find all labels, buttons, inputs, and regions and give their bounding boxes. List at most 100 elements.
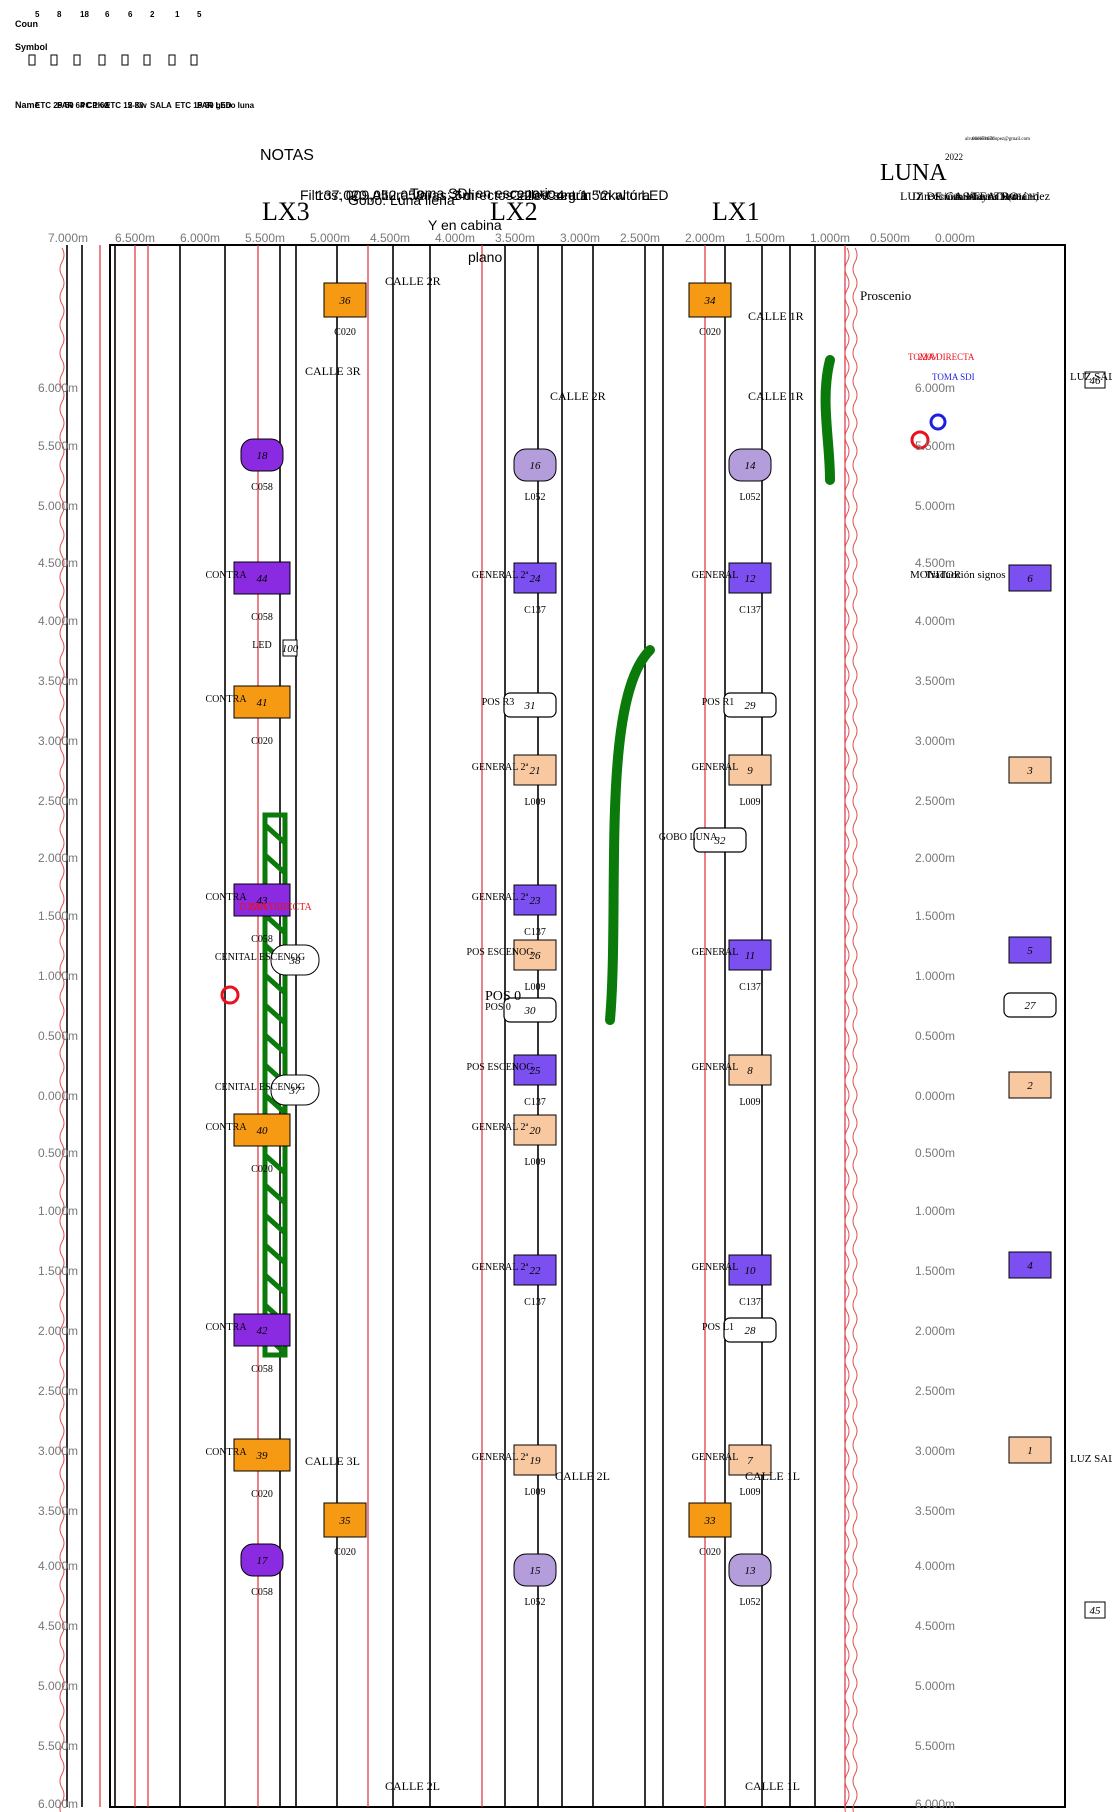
fixture-body-icon [728,1254,772,1286]
width-tick-left: 1.500m [38,909,78,923]
fixture-number: 41 [257,697,268,709]
platform-hatch [263,1243,287,1265]
width-tick-right: 5.500m [915,1739,955,1753]
depth-tick: 3.500m [495,231,535,245]
fixture-purpose: GENERAL 2ª [472,892,529,903]
pos0-label: POS 0 [485,989,521,1004]
fixture-body-icon [1008,1251,1052,1279]
fixture-purpose: GENERAL [692,1452,739,1463]
width-tick-right: 2.000m [915,1324,955,1338]
fixture-number: 5 [1027,945,1033,957]
fixture-gel: C020 [699,327,721,338]
fixture-body-icon [233,1313,291,1347]
fixture-body-icon [728,754,772,786]
legend-header: Symbol [15,42,48,52]
fixture-body-icon [1008,564,1052,592]
toma-220v-label: 220V [918,352,939,362]
fixture-body-icon [513,1114,557,1146]
depth-tick: 2.500m [620,231,660,245]
legend-count: 18 [80,10,89,19]
fixture-body-icon [693,827,747,853]
fixture-body-icon [270,1074,320,1106]
fixture-number: 4 [1027,1260,1033,1272]
legend-name: 2 Kw [128,101,147,110]
legend-header: Coun [15,19,38,29]
drape-border [852,247,858,1812]
width-tick-right: 1.500m [915,909,955,923]
toma-220v-label: 220V [248,902,271,913]
fixture-gel: C020 [251,1489,273,1500]
width-tick-left: 5.500m [38,439,78,453]
fixture-gel: L009 [739,1097,760,1108]
fixture-purpose: CONTRA [205,1122,247,1133]
depth-tick: 0.500m [870,231,910,245]
platform-hatch [263,913,287,935]
fixture-body-icon [233,883,291,917]
fixture-body-icon [513,562,557,594]
legend-count: 8 [57,10,62,19]
fixture-gel: L009 [739,797,760,808]
width-tick-right: 2.500m [915,1384,955,1398]
width-tick-left: 2.000m [38,851,78,865]
fixture-body-icon [728,1054,772,1086]
note-item: Y en cabina [428,217,502,233]
fixture-gel: C137 [739,982,761,993]
fixture-body-icon [282,639,298,657]
fixture-number: 9 [747,765,753,777]
fixture-number: 29 [745,700,757,712]
fixture-number: 37 [289,1085,302,1097]
fixture-number: 8 [747,1065,753,1077]
fixture-number: 20 [530,1125,542,1137]
width-tick-right: 0.000m [915,1089,955,1103]
fixture-body-icon [513,1553,557,1587]
note-item: Filtros: 009,052,058 [300,187,424,203]
fixture-purpose: CENITAL ESCENOG [215,1082,305,1093]
width-tick-right: 2.500m [915,794,955,808]
fixture-number: 35 [339,1515,352,1527]
fixture-body-icon [688,1502,732,1538]
platform-hatch [263,853,287,875]
width-tick-left: 3.000m [38,1444,78,1458]
fixture-gel: C137 [524,1097,546,1108]
fixture-body-icon [1008,1071,1052,1099]
monitor-label: MONITOR [910,569,962,581]
width-tick-right: 2.000m [915,851,955,865]
fixture-purpose: CONTRA [205,694,247,705]
calle-label: CALLE 1L [745,1779,800,1793]
fixture-body-icon [728,448,772,482]
notes-title: NOTAS [260,147,314,164]
platform-hatch [263,1033,287,1055]
legend-count: 1 [175,10,180,19]
fixture-number: 30 [524,1005,537,1017]
traduccion-label: Traducción signos [925,569,1006,581]
fixture-sala-icon: 46 [1084,371,1106,389]
depth-tick: 5.000m [310,231,350,245]
fixture-number: 11 [745,950,755,962]
fixture-gel: C058 [251,1364,273,1375]
fixture-number: 27 [1025,1000,1037,1012]
fixture-body-icon [723,1317,777,1343]
fixture-purpose: LED [252,640,271,651]
width-tick-right: 4.500m [915,556,955,570]
fixture-number: 3 [1026,765,1033,777]
fixture-body-icon [270,944,320,976]
title-block-phone: 666671676 [972,137,995,142]
width-tick-right: 1.500m [915,1264,955,1278]
title-block-designer: Álvaro Celemín [968,192,1026,202]
lx-label: LX1 [712,197,760,226]
width-tick-left: 0.500m [38,1146,78,1160]
fixture-purpose: GENERAL [692,570,739,581]
fixture-pcfoh-icon: 5 [1008,936,1052,964]
fixture-body-icon [728,939,772,971]
fixture-purpose: GENERAL 2ª [472,762,529,773]
fixture-purpose: GENERAL [692,1262,739,1273]
fixture-gel: C058 [251,482,273,493]
fixture-number: 23 [530,895,542,907]
